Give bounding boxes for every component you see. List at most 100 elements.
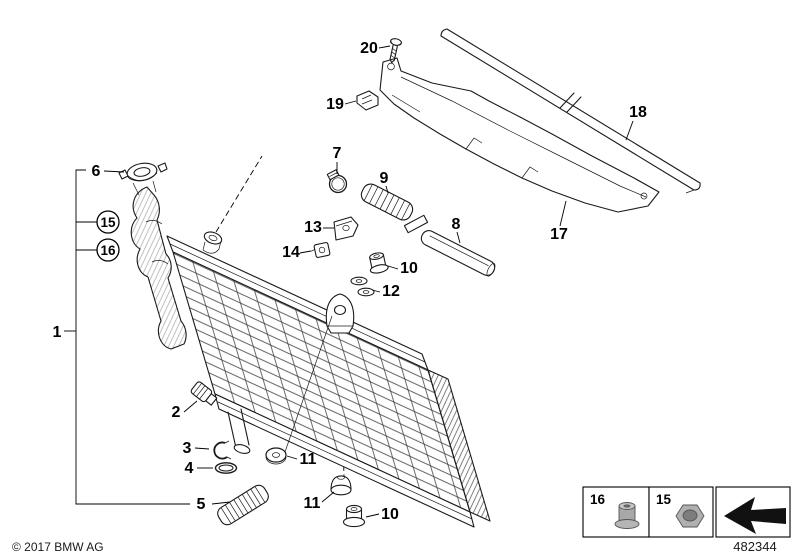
callout-9[interactable]: 9: [380, 170, 389, 194]
svg-text:12: 12: [382, 283, 400, 300]
leader-line: [103, 170, 125, 173]
svg-text:17: 17: [550, 226, 568, 243]
svg-text:5: 5: [197, 496, 206, 513]
svg-text:3: 3: [183, 440, 192, 457]
svg-text:11: 11: [304, 495, 321, 512]
callout-10-lower[interactable]: 10: [365, 506, 399, 523]
leader-line: [378, 45, 391, 49]
callout-8[interactable]: 8: [452, 216, 461, 244]
document-number: 482344: [733, 539, 776, 554]
svg-text:9: 9: [380, 170, 389, 187]
svg-text:19: 19: [326, 96, 344, 113]
hose: [420, 230, 496, 277]
radiator-core: [172, 251, 471, 513]
callout-19[interactable]: 19: [326, 96, 357, 113]
o-ring: [214, 462, 238, 474]
item-1-bracket-line: [75, 169, 190, 505]
washer-pair: [350, 276, 375, 297]
direction-arrow-icon: [724, 497, 786, 534]
screw: [389, 38, 402, 64]
callout-17[interactable]: 17: [550, 200, 568, 243]
copyright-text: © 2017 BMW AG: [12, 540, 104, 554]
radiator: [118, 162, 491, 528]
svg-text:18: 18: [629, 104, 647, 121]
legend-box: [582, 486, 650, 538]
legend-item-direction[interactable]: [715, 486, 791, 538]
leader-line: [456, 231, 461, 244]
filler-neck: [118, 162, 168, 182]
leader-line: [365, 513, 380, 518]
callout-13[interactable]: 13: [304, 219, 334, 236]
leader-line: [387, 265, 399, 270]
corrugated-hose: [360, 183, 414, 221]
callout-14[interactable]: 14: [282, 244, 312, 261]
legend-item-15[interactable]: 15: [648, 486, 714, 538]
svg-text:20: 20: [360, 40, 378, 57]
lower-hose: [217, 484, 269, 526]
svg-text:16: 16: [100, 243, 116, 258]
svg-text:6: 6: [92, 163, 101, 180]
temp-sensor: [190, 381, 218, 406]
svg-text:11: 11: [300, 451, 317, 468]
grommet-icon: [614, 502, 640, 529]
svg-text:15: 15: [100, 215, 116, 230]
callout-20[interactable]: 20: [360, 40, 391, 57]
trim-strip: [440, 28, 701, 194]
air-duct: [379, 57, 660, 213]
radiator-outlet-stub: [227, 408, 251, 454]
retaining-clip: [356, 90, 379, 111]
rubber-mount: [330, 475, 352, 496]
radiator-left-tank: [130, 180, 187, 350]
hose-clamp: [326, 169, 348, 194]
radiator-mount-bracket: [325, 293, 355, 334]
callout-3[interactable]: 3: [183, 440, 210, 457]
callout-10-upper[interactable]: 10: [387, 260, 418, 277]
radiator-right-tank: [427, 369, 491, 522]
leader-line: [183, 400, 198, 413]
callout-12[interactable]: 12: [371, 283, 400, 300]
leader-line: [299, 250, 312, 254]
legend-item-label: 16: [590, 492, 606, 507]
callout-2[interactable]: 2: [172, 400, 198, 421]
duct-end-hole: [640, 192, 648, 200]
legend-item-16[interactable]: 16: [582, 486, 650, 538]
callout-7[interactable]: 7: [333, 145, 342, 174]
callout-18[interactable]: 18: [625, 104, 647, 141]
mount-stud-line: [284, 315, 333, 453]
leader-line: [194, 447, 210, 450]
callout-1[interactable]: 1: [53, 324, 76, 341]
grommet-upper: [369, 252, 389, 274]
callout-4[interactable]: 4: [185, 460, 213, 477]
connector-pipe: [403, 214, 429, 234]
svg-text:8: 8: [452, 216, 461, 233]
leader-line: [286, 455, 298, 460]
callout-11-left[interactable]: 11: [286, 451, 317, 468]
callout-circle: [96, 210, 120, 234]
svg-text:13: 13: [304, 219, 322, 236]
callout-15-circled[interactable]: 15: [76, 210, 120, 234]
washer: [265, 447, 287, 465]
bracket: [333, 216, 359, 241]
svg-text:10: 10: [381, 506, 399, 523]
leader-line: [344, 100, 357, 105]
svg-text:1: 1: [53, 324, 62, 341]
callout-11-lower[interactable]: 11: [304, 491, 335, 512]
svg-text:4: 4: [185, 460, 194, 477]
callout-6[interactable]: 6: [92, 163, 125, 180]
leader-line: [625, 120, 634, 141]
grommet-lower: [342, 504, 366, 528]
callout-circle: [96, 238, 120, 262]
hex-nut-icon: [675, 504, 705, 528]
svg-text:2: 2: [172, 404, 181, 421]
leader-line: [371, 289, 381, 293]
svg-text:14: 14: [282, 244, 300, 261]
callout-5[interactable]: 5: [197, 496, 231, 513]
leader-line: [211, 501, 231, 505]
leader-line: [559, 200, 567, 227]
c-clip: [213, 440, 232, 460]
svg-text:10: 10: [400, 260, 418, 277]
callout-16-circled[interactable]: 16: [76, 238, 120, 262]
svg-text:7: 7: [333, 145, 342, 162]
